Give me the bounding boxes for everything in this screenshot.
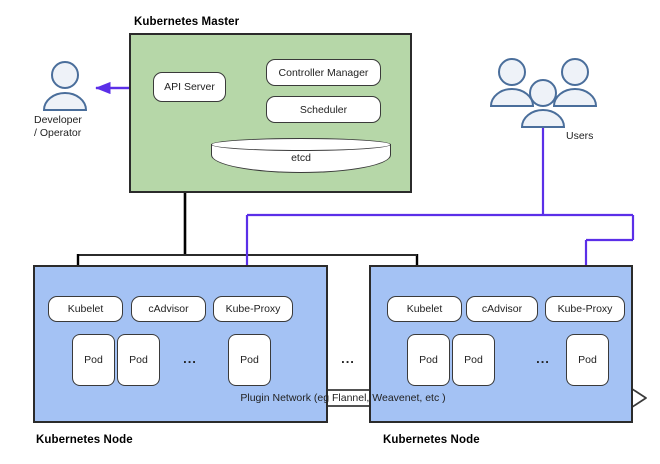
users-label: Users [566,130,594,142]
node-left-kube-proxy[interactable]: Kube-Proxy [213,296,293,322]
node-right-kube-proxy[interactable]: Kube-Proxy [545,296,625,322]
node-right-kubelet[interactable]: Kubelet [387,296,462,322]
node-right-pod-1[interactable]: Pod [407,334,450,386]
node-left-cadvisor[interactable]: cAdvisor [131,296,206,322]
etcd-label: etcd [291,152,311,164]
node-left-pod-3[interactable]: Pod [228,334,271,386]
etcd-cylinder[interactable]: etcd [211,138,391,173]
scheduler-box[interactable]: Scheduler [266,96,381,123]
node-left-pod-2[interactable]: Pod [117,334,160,386]
between-nodes-ellipsis: ... [341,350,355,366]
node-left-pod-1[interactable]: Pod [72,334,115,386]
developer-label-line2: / Operator [34,127,82,139]
node-left-pod-ellipsis: ... [183,350,197,366]
developer-label-line1: Developer [34,114,82,126]
node-right-pod-3[interactable]: Pod [566,334,609,386]
plugin-network-label: Plugin Network (eg Flannel, Weavenet, et… [240,392,446,404]
page-title-master: Kubernetes Master [134,16,240,28]
developer-person-icon [42,61,88,111]
api-server-box[interactable]: API Server [153,72,226,102]
node-right-pod-2[interactable]: Pod [452,334,495,386]
etcd-top-ellipse [211,138,391,151]
controller-manager-box[interactable]: Controller Manager [266,59,381,86]
node-right-cadvisor[interactable]: cAdvisor [466,296,538,322]
node-left-kubelet[interactable]: Kubelet [48,296,123,322]
node-right-pod-ellipsis: ... [536,350,550,366]
node-right-label: Kubernetes Node [383,434,480,446]
node-left-label: Kubernetes Node [36,434,133,446]
users-group-icon [489,58,598,128]
